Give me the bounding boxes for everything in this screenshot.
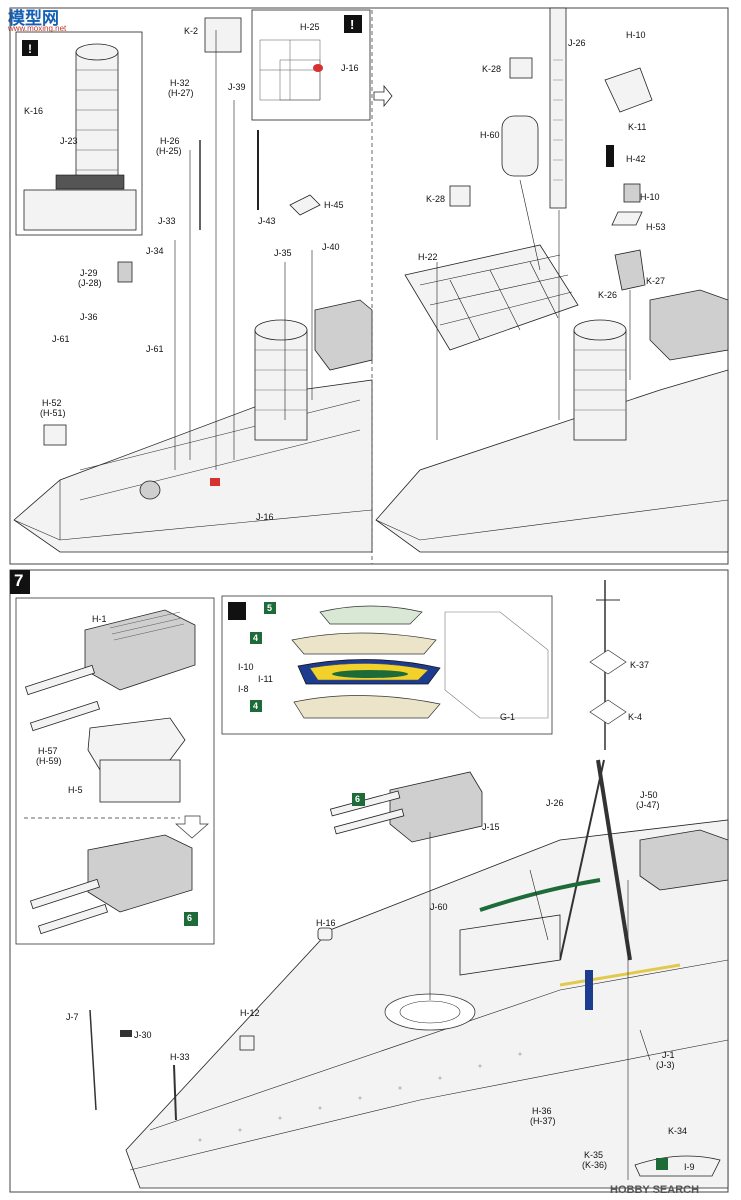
- label: J-39: [228, 82, 246, 92]
- label: J-30: [134, 1030, 152, 1040]
- label: J-26: [568, 38, 586, 48]
- label: (J-28): [78, 278, 102, 288]
- step-number: 7: [14, 571, 24, 590]
- watermark-hobbysearch: HOBBY SEARCH: [610, 1184, 700, 1196]
- label: K-28: [426, 194, 446, 204]
- label: K-37: [630, 660, 650, 670]
- label: J-29: [80, 268, 98, 278]
- label: H-16: [316, 918, 336, 928]
- label: K-4: [628, 712, 643, 722]
- label: (H-59): [36, 756, 62, 766]
- label: J-61: [146, 344, 164, 354]
- label: K-11: [628, 122, 647, 132]
- label: J-60: [430, 902, 448, 912]
- label: J-36: [80, 312, 98, 322]
- label: 5: [267, 603, 273, 613]
- label: I-11: [258, 674, 273, 684]
- label: J-33: [158, 216, 176, 226]
- label: K-2: [184, 26, 199, 36]
- label: I-10: [238, 662, 254, 672]
- label: H-5: [68, 785, 83, 795]
- label: J-26: [546, 798, 564, 808]
- label: J-35: [274, 248, 292, 258]
- label: (J-47): [636, 800, 660, 810]
- label: J-16: [341, 63, 359, 73]
- label: H-42: [626, 154, 646, 164]
- label: H-32: [170, 78, 190, 88]
- label: (H-27): [168, 88, 194, 98]
- label: H-57: [38, 746, 58, 756]
- label: 6: [187, 913, 193, 923]
- label: G-1: [500, 712, 516, 722]
- svg-text:!: !: [28, 42, 32, 56]
- label: K-35: [584, 1150, 604, 1160]
- label: H-10: [640, 192, 660, 202]
- label: J-15: [482, 822, 500, 832]
- svg-text:!: !: [350, 17, 354, 32]
- label: J-40: [322, 242, 340, 252]
- label: H-10: [626, 30, 646, 40]
- label: H-53: [646, 222, 666, 232]
- label: 4: [253, 701, 259, 711]
- label: J-23: [60, 136, 78, 146]
- label: J-43: [258, 216, 276, 226]
- label: J-61: [52, 334, 70, 344]
- label: J-16: [256, 512, 274, 522]
- label: K-34: [668, 1126, 688, 1136]
- label: K-16: [24, 106, 44, 116]
- label: H-22: [418, 252, 438, 262]
- label: H-36: [532, 1106, 552, 1116]
- label: (H-37): [530, 1116, 556, 1126]
- label: I-9: [684, 1162, 695, 1172]
- label: H-52: [42, 398, 62, 408]
- label: (K-36): [582, 1160, 608, 1170]
- label: J-34: [146, 246, 164, 256]
- label: H-12: [240, 1008, 260, 1018]
- watermark-url: www.moxing.net: [8, 24, 67, 33]
- label: K-28: [482, 64, 502, 74]
- label: K-26: [598, 290, 618, 300]
- watermark-logo: 模型网: [8, 9, 59, 28]
- label: K-27: [646, 276, 666, 286]
- label: 6: [355, 794, 361, 804]
- label: H-45: [324, 200, 344, 210]
- label: 4: [253, 633, 259, 643]
- label: (H-51): [40, 408, 66, 418]
- label: H-25: [300, 22, 320, 32]
- label: (H-25): [156, 146, 182, 156]
- label: J-7: [66, 1012, 79, 1022]
- label: H-26: [160, 136, 180, 146]
- label: (J-3): [656, 1060, 675, 1070]
- label: J-1: [662, 1050, 675, 1060]
- label: H-1: [92, 614, 107, 624]
- label: H-33: [170, 1052, 190, 1062]
- label: I-8: [238, 684, 249, 694]
- label: H-60: [480, 130, 500, 140]
- label: J-50: [640, 790, 658, 800]
